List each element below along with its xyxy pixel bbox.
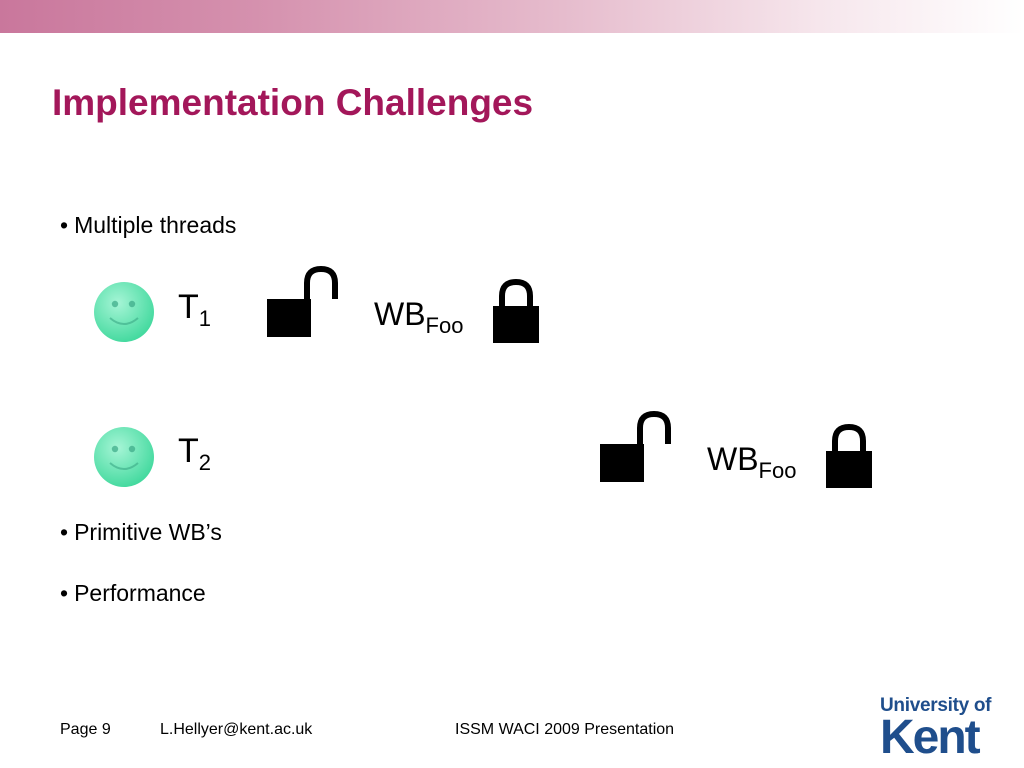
thread-name: T: [178, 288, 199, 326]
bullet-marker: •: [60, 212, 69, 238]
wb-name: WB: [707, 441, 759, 477]
logo-university-of: University of: [880, 695, 992, 716]
bullet-multiple-threads: •Multiple threads: [60, 212, 236, 239]
wb-foo-label-1: WBFoo: [374, 296, 463, 337]
footer-email: L.Hellyer@kent.ac.uk: [160, 721, 313, 738]
wb-foo-label-2: WBFoo: [707, 441, 796, 482]
header-gradient-bar: [0, 0, 1024, 33]
footer-page-number: Page 9: [60, 721, 111, 738]
thread-subscript: 1: [198, 306, 212, 331]
slide-title: Implementation Challenges: [52, 82, 534, 123]
bullet-marker: •: [60, 519, 69, 545]
university-of-kent-logo: University of Kent: [880, 695, 992, 764]
wb-subscript: Foo: [758, 458, 797, 483]
bullet-marker: •: [60, 580, 69, 606]
thread-name: T: [178, 432, 199, 470]
bullet-text: Performance: [74, 580, 206, 606]
locked-padlock-icon: [826, 423, 872, 488]
unlocked-padlock-icon: [600, 410, 671, 482]
smiley-face-icon: [94, 427, 154, 487]
thread-subscript: 2: [198, 450, 212, 475]
thread-label-t2: T2: [178, 432, 211, 474]
bullet-text: Multiple threads: [74, 212, 237, 238]
locked-padlock-icon: [493, 278, 539, 343]
wb-subscript: Foo: [425, 313, 464, 338]
logo-kent: Kent: [880, 711, 981, 764]
bullet-primitive-wbs: •Primitive WB’s: [60, 519, 222, 546]
smiley-face-icon: [94, 282, 154, 342]
unlocked-padlock-icon: [267, 265, 338, 337]
footer-event: ISSM WACI 2009 Presentation: [455, 721, 675, 738]
bullet-performance: •Performance: [60, 580, 206, 607]
bullet-text: Primitive WB’s: [74, 519, 222, 545]
wb-name: WB: [374, 296, 426, 332]
thread-label-t1: T1: [178, 288, 211, 330]
